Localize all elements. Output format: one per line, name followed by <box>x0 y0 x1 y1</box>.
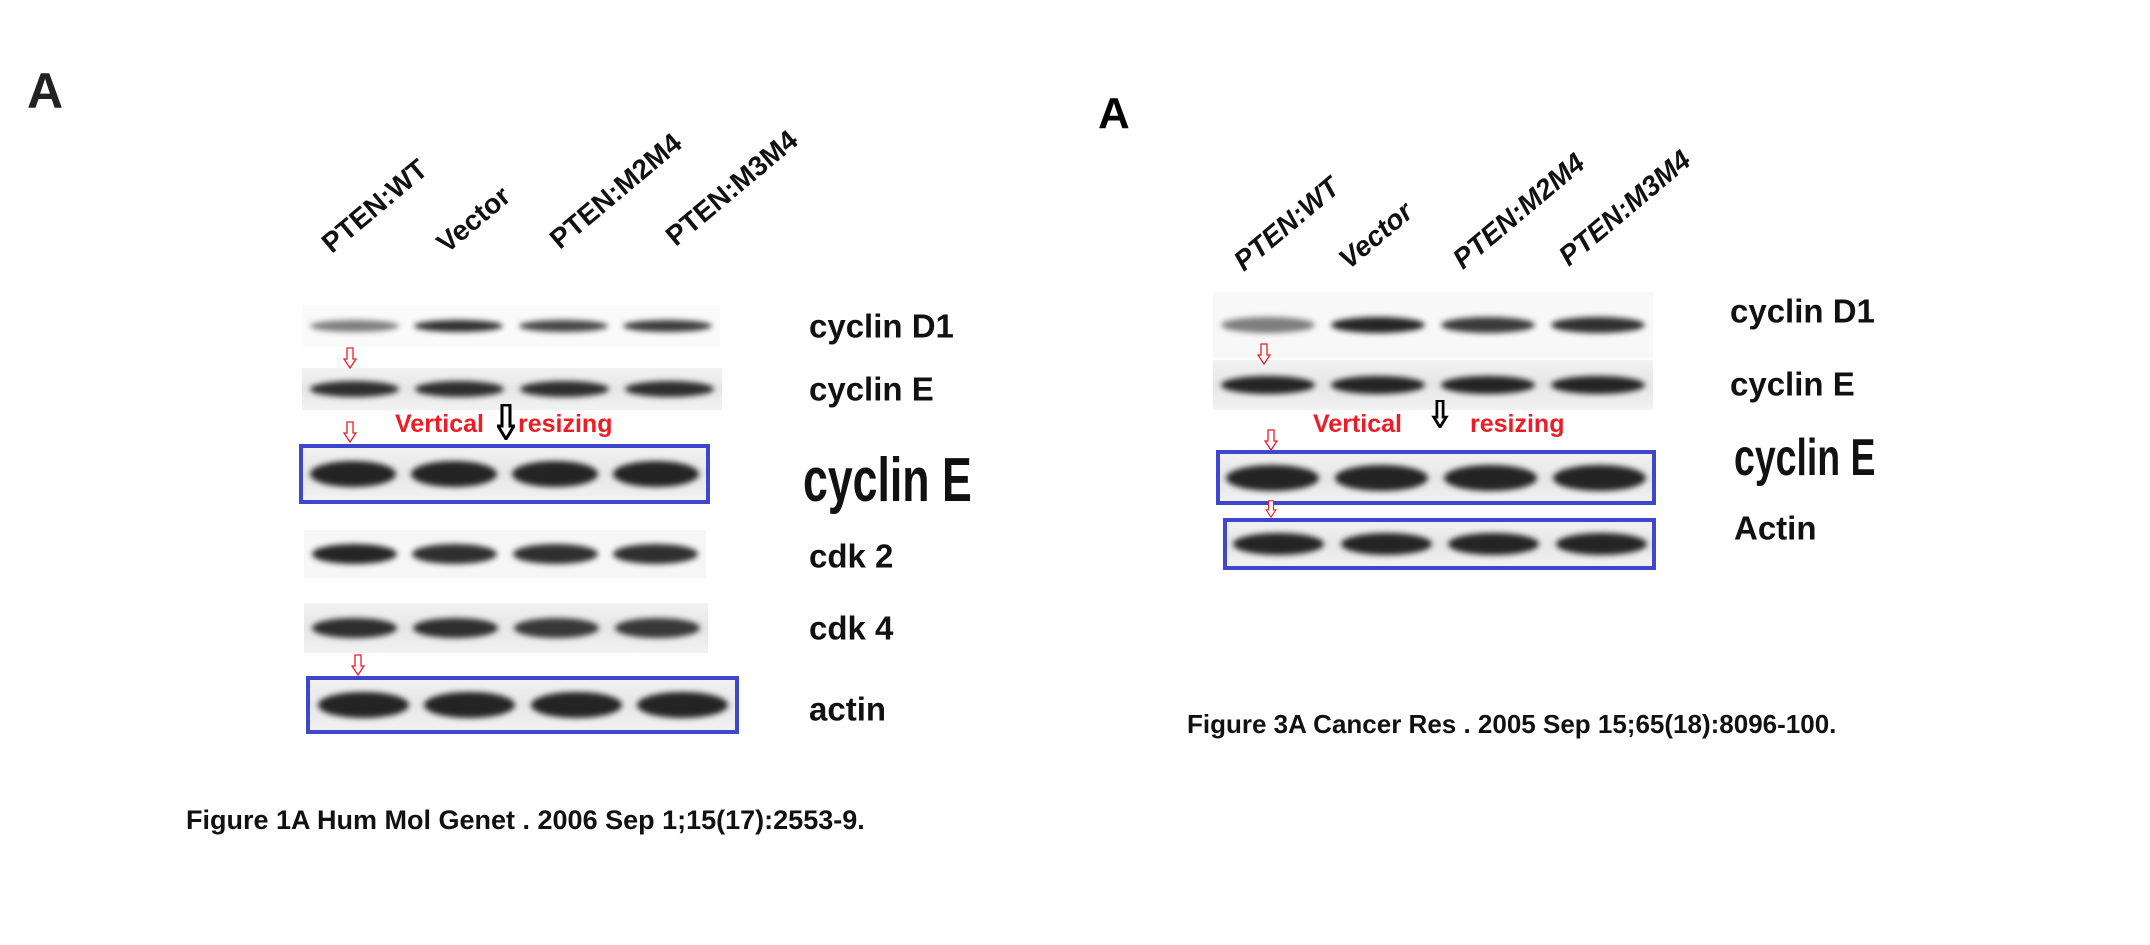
lane-label: PTEN:WT <box>1227 171 1346 277</box>
blot-band <box>624 381 715 397</box>
panel-letter-right: A <box>1098 89 1130 138</box>
blot-label-enlarged: cyclin E <box>1734 429 1876 487</box>
blot-band <box>613 461 700 487</box>
blot-band <box>1448 533 1540 555</box>
blot-band <box>414 320 504 332</box>
blot-band <box>614 618 701 638</box>
annotation-vertical: Vertical <box>395 410 484 438</box>
lane-label: Vector <box>430 179 517 259</box>
blot-band <box>513 618 600 638</box>
blot-band <box>1335 465 1428 491</box>
highlight-box <box>306 676 739 734</box>
blot-strip-cdk2 <box>304 530 706 578</box>
blot-label: actin <box>809 690 887 728</box>
blot-band <box>412 618 499 638</box>
blot-band <box>1226 465 1319 491</box>
blot-label: Actin <box>1734 509 1817 547</box>
blot-band <box>518 320 608 332</box>
blot-band <box>512 461 599 487</box>
blot-strip-cyclin-e-resized <box>1218 452 1654 504</box>
blot-band <box>1551 317 1645 333</box>
blot-strip-cyclin-d1 <box>1213 292 1653 358</box>
blot-strip-actin <box>1225 520 1655 568</box>
annotation-vertical: Vertical <box>1313 410 1402 438</box>
blot-band <box>311 618 398 638</box>
arrow-down-icon <box>351 654 365 676</box>
figure-caption: Figure 1A Hum Mol Genet . 2006 Sep 1;15(… <box>186 805 865 835</box>
blot-strip-cyclin-e-resized <box>302 447 707 501</box>
blot-strip-cyclin-e <box>302 368 722 410</box>
blot-band <box>1555 533 1647 555</box>
blot-band <box>1340 533 1432 555</box>
blot-label: cyclin E <box>809 370 934 408</box>
blot-strip-actin <box>310 679 736 731</box>
blot-band <box>623 320 713 332</box>
blot-band <box>1551 376 1645 394</box>
annotation-resizing: resizing <box>518 410 613 438</box>
arrow-down-icon <box>343 347 357 369</box>
blot-strip-cyclin-e <box>1213 360 1653 410</box>
blot-band <box>414 381 505 397</box>
panel-letter-left: A <box>27 63 64 119</box>
blot-band <box>309 320 399 332</box>
blot-label: cyclin D1 <box>809 307 954 345</box>
lane-label: Vector <box>1332 195 1419 275</box>
blot-band <box>1553 465 1646 491</box>
blot-label: cdk 4 <box>809 609 894 647</box>
blot-band <box>637 692 728 718</box>
blot-band <box>519 381 610 397</box>
blot-band <box>1441 376 1535 394</box>
blot-band <box>1221 317 1315 333</box>
blot-band <box>1331 317 1425 333</box>
blot-band <box>424 692 515 718</box>
arrow-down-icon <box>1257 343 1271 365</box>
blot-band <box>1444 465 1537 491</box>
blot-band <box>311 544 397 564</box>
highlight-box <box>299 444 710 504</box>
blot-band <box>309 381 400 397</box>
blot-label: cyclin E <box>1730 365 1855 403</box>
blot-band <box>410 461 497 487</box>
blot-band <box>1233 533 1325 555</box>
blot-band <box>512 544 598 564</box>
lane-label: PTEN:WT <box>315 153 434 259</box>
arrow-down-icon <box>1431 400 1449 428</box>
blot-label-enlarged: cyclin E <box>803 446 972 515</box>
blot-label: cyclin D1 <box>1730 292 1875 330</box>
blot-band <box>412 544 498 564</box>
blot-band <box>1221 376 1315 394</box>
arrow-down-icon <box>497 404 515 440</box>
annotation-resizing: resizing <box>1470 410 1565 438</box>
blot-strip-cyclin-d1 <box>302 305 720 347</box>
highlight-box <box>1223 518 1656 570</box>
blot-band <box>1331 376 1425 394</box>
highlight-box <box>1216 450 1656 505</box>
blot-band <box>317 692 409 718</box>
blot-band <box>309 461 396 487</box>
arrow-down-icon <box>1264 429 1278 451</box>
figure-caption: Figure 3A Cancer Res . 2005 Sep 15;65(18… <box>1187 709 1837 739</box>
blot-band <box>613 544 699 564</box>
arrow-down-icon <box>343 421 357 443</box>
blot-strip-cdk4 <box>304 603 708 653</box>
blot-label: cdk 2 <box>809 537 894 575</box>
blot-band <box>1441 317 1535 333</box>
blot-band <box>530 692 622 718</box>
arrow-down-icon <box>1265 500 1277 518</box>
